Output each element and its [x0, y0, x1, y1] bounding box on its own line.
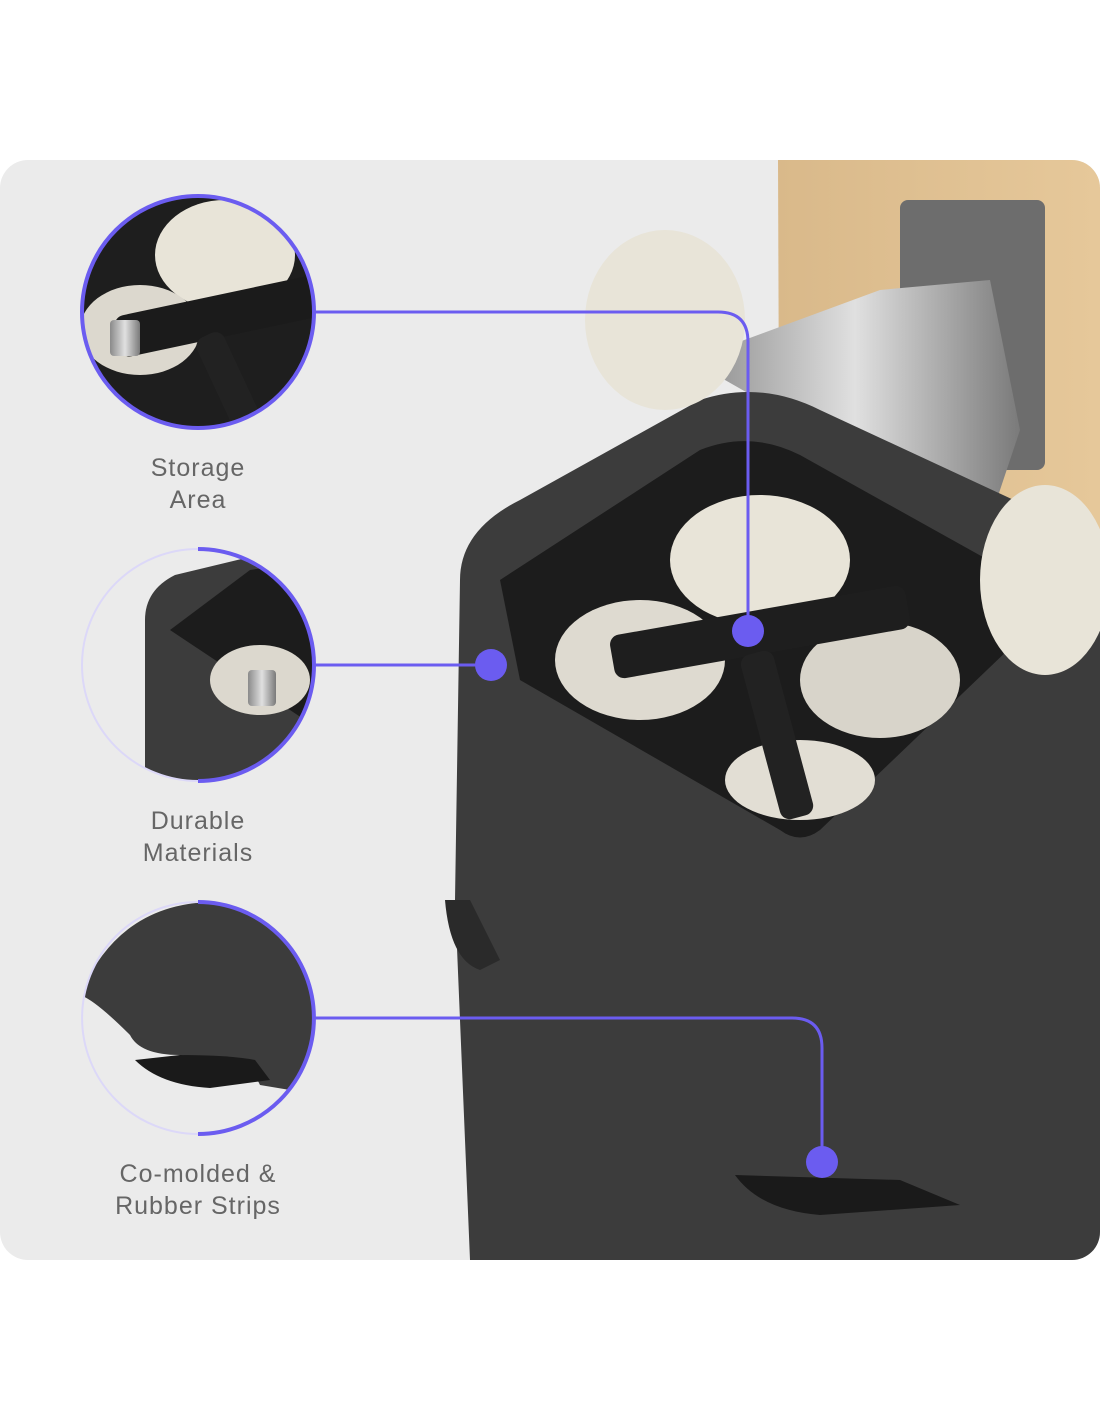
connector-rubber: [315, 1016, 824, 1160]
truck: [690, 280, 1020, 520]
connector-storage: [315, 310, 750, 630]
callout-dot-rubber: [806, 1146, 838, 1178]
inset-storage-area: [82, 196, 314, 428]
wheel: [800, 622, 960, 738]
label-line: Storage: [150, 454, 246, 482]
inset-durable-materials: [82, 549, 314, 781]
label-line: Materials: [142, 839, 254, 867]
label-line: Area: [169, 486, 227, 514]
callout-dot-materials: [475, 649, 507, 681]
label-line: Co-molded &: [119, 1160, 277, 1188]
callout-dot-storage: [732, 615, 764, 647]
wheel: [670, 495, 850, 625]
inset-ring-storage: [80, 194, 316, 430]
label-storage-area: Storage Area: [78, 452, 318, 516]
inset-ring-rubber: [197, 900, 316, 1136]
truck-wheel: [585, 230, 745, 410]
truck-wheel: [980, 485, 1100, 675]
label-rubber-strips: Co-molded & Rubber Strips: [78, 1158, 318, 1222]
label-line: Durable: [150, 807, 246, 835]
label-durable-materials: Durable Materials: [78, 805, 318, 869]
label-line: Rubber Strips: [115, 1192, 281, 1220]
inset-rubber-strips: [82, 902, 314, 1134]
inset-ring-materials: [197, 547, 316, 783]
